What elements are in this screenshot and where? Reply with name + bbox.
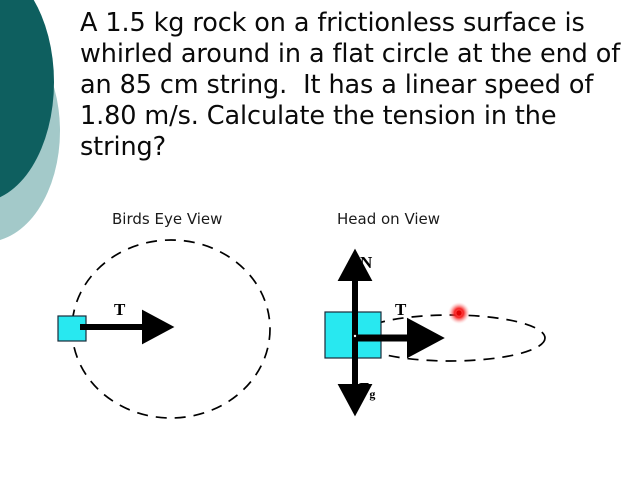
- head-on-view-title: Head on View: [337, 210, 441, 228]
- red-glow-dot-core: [456, 310, 462, 316]
- gravity-force-label-main: F: [359, 379, 370, 398]
- normal-force-label: N: [360, 253, 373, 272]
- gravity-force-label: Fg: [359, 379, 375, 402]
- question-text: A 1.5 kg rock on a frictionless surface …: [80, 8, 629, 162]
- birds-eye-view-title: Birds Eye View: [112, 210, 223, 228]
- tension-label-head: T: [395, 300, 407, 319]
- gravity-force-label-subscript: g: [369, 386, 376, 401]
- tension-label-birds: T: [114, 300, 126, 319]
- birds-eye-view-diagram: [57, 239, 271, 419]
- block-center-point: [353, 334, 357, 338]
- head-on-view-diagram: [324, 248, 546, 417]
